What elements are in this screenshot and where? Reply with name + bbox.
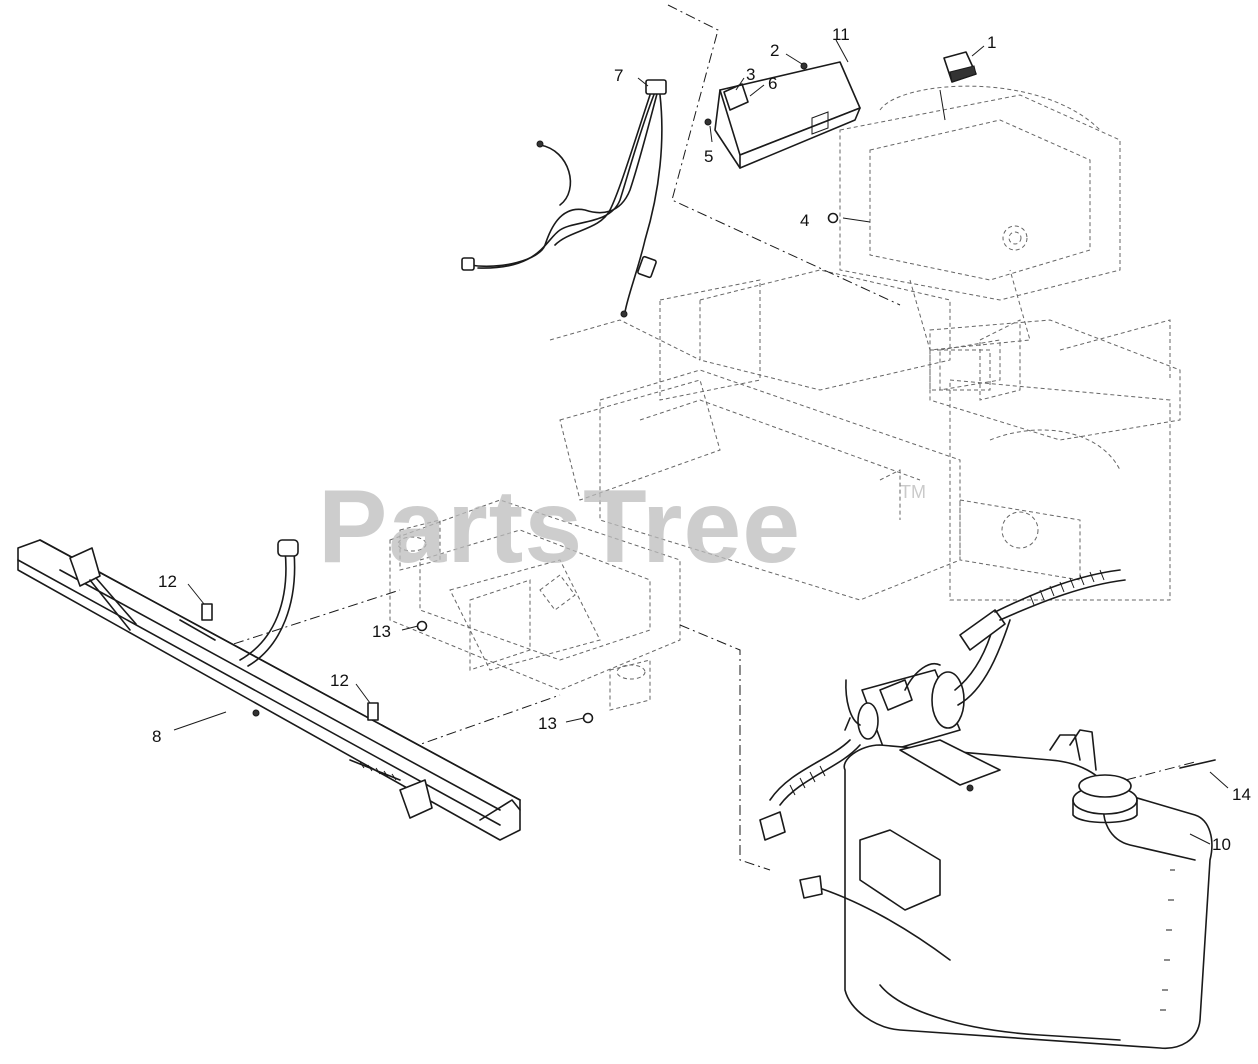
watermark-trademark: TM [900, 482, 926, 502]
callout-12b: 12 [330, 671, 349, 690]
mower-frame [389, 85, 1181, 711]
callout-1: 1 [987, 33, 996, 52]
callout-7: 7 [614, 66, 623, 85]
bracket-cover-part [704, 61, 861, 169]
rail-hose [239, 539, 299, 667]
nut-part [827, 212, 839, 224]
callout-labels: 1 2 3 4 5 6 7 8 10 11 12 12 13 13 14 [152, 25, 1251, 854]
callout-4: 4 [800, 211, 809, 230]
wiring-harness-part [461, 79, 667, 318]
callout-8: 8 [152, 727, 161, 746]
pump-assembly [759, 569, 1126, 841]
callout-12a: 12 [158, 572, 177, 591]
callout-2: 2 [770, 41, 779, 60]
callout-14: 14 [1232, 785, 1251, 804]
nut13-parts [416, 620, 594, 724]
callout-5: 5 [704, 147, 713, 166]
callout-10: 10 [1212, 835, 1231, 854]
watermark: PartsTree TM [318, 469, 926, 585]
tank-part [799, 729, 1216, 1049]
cap-part [943, 51, 977, 83]
bolt-parts [201, 603, 379, 721]
callout-13a: 13 [372, 622, 391, 641]
callout-leaders [173, 39, 1229, 845]
callout-3: 3 [746, 65, 755, 84]
callout-13b: 13 [538, 714, 557, 733]
callout-11: 11 [832, 25, 850, 44]
callout-6: 6 [768, 74, 777, 93]
watermark-text: PartsTree [318, 469, 801, 585]
cross-bar-part [17, 539, 521, 841]
